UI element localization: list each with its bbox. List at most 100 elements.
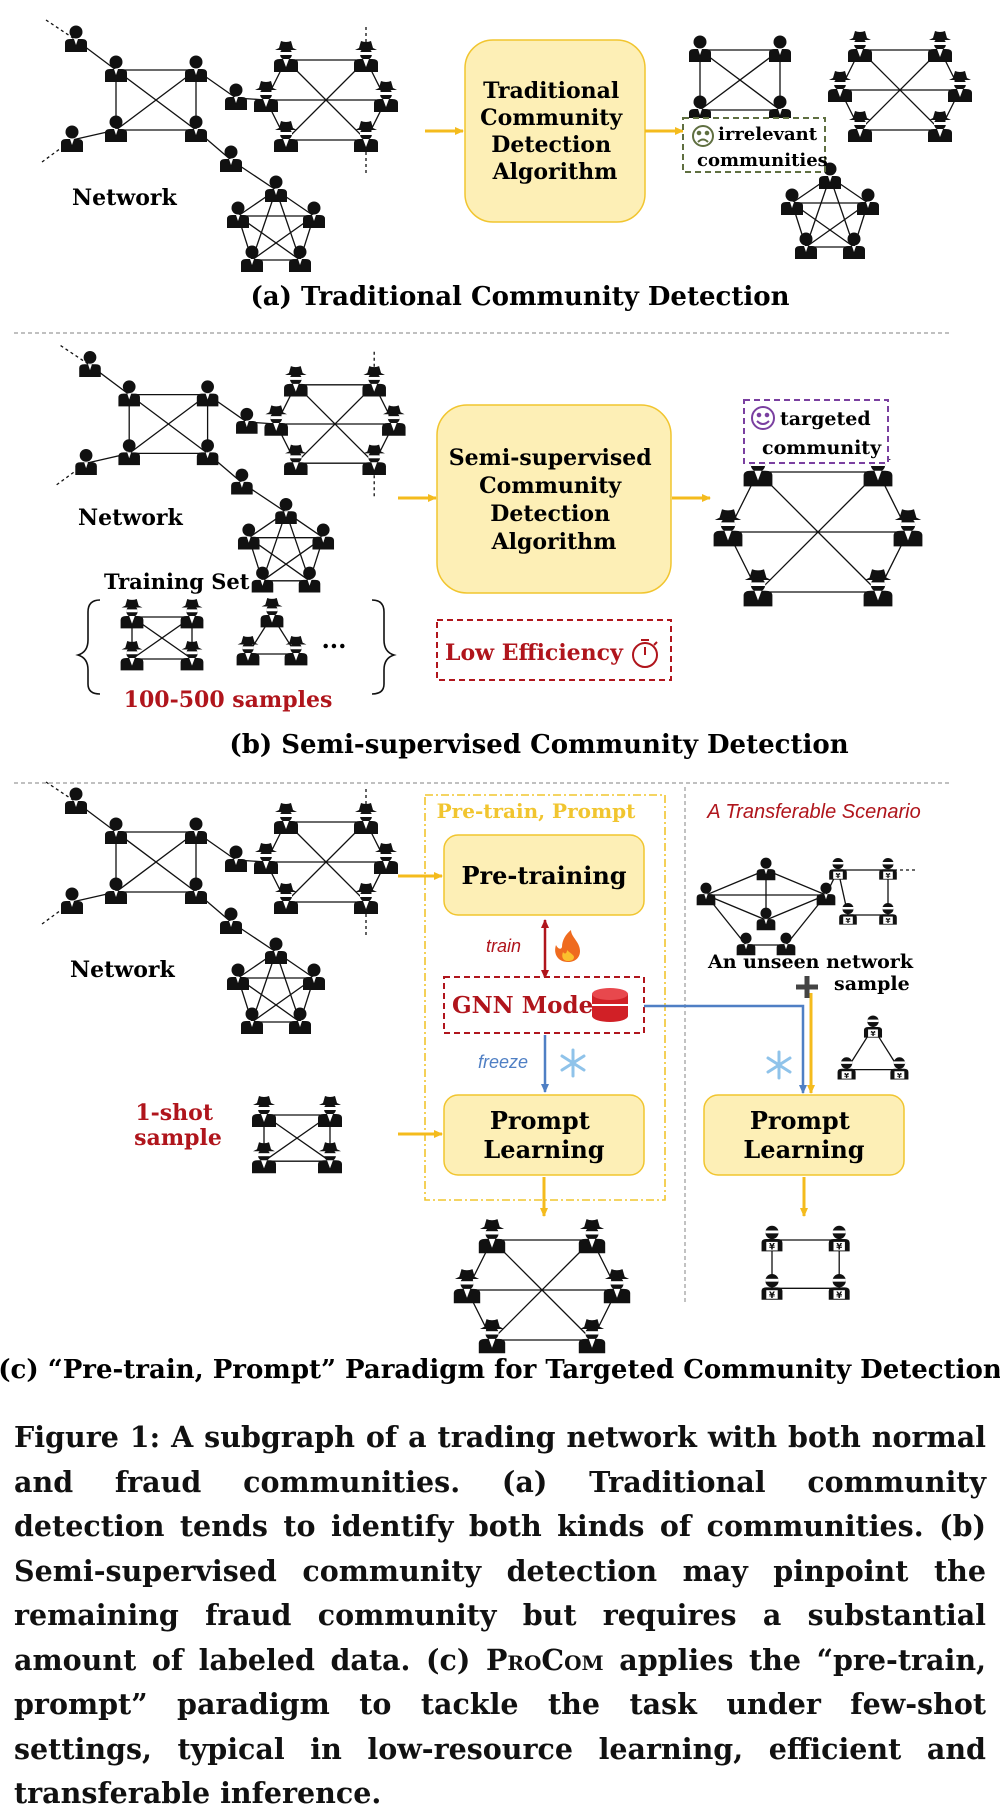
person-icon <box>185 817 207 844</box>
graph-edge <box>765 869 827 896</box>
person-icon <box>819 162 841 189</box>
prompt-learning-box <box>443 1094 645 1176</box>
graph-edge <box>705 894 767 921</box>
masked-thief-icon: ¥ <box>829 858 847 880</box>
fraudster-icon <box>252 1096 276 1127</box>
traditional-algorithm-box <box>464 39 646 223</box>
person-icon <box>65 25 87 52</box>
fraudster-icon <box>180 598 204 629</box>
graph-edge <box>115 831 197 893</box>
targeted-community-box <box>743 399 889 464</box>
pretraining-label: Pre-training <box>461 861 626 890</box>
svg-text:¥: ¥ <box>845 916 850 925</box>
training-set-label: Training Set <box>104 569 250 594</box>
person-icon <box>225 845 247 872</box>
semi-supervised-algorithm-label: Semi-supervised Community Detection Algo… <box>449 445 660 555</box>
panel-a-title: (a) Traditional Community Detection <box>251 282 790 312</box>
snowflake-icon-2 <box>766 1050 792 1080</box>
panel-c-title: (c) “Pre-train, Prompt” Paradigm for Tar… <box>0 1355 1000 1385</box>
targeted-community-label: targeted community <box>762 408 882 459</box>
panel-a: Network Traditional Community Detection … <box>72 39 828 312</box>
svg-text:¥: ¥ <box>835 871 840 880</box>
person-icon <box>118 439 140 466</box>
person-icon <box>220 907 242 934</box>
training-set-ellipsis: ... <box>321 625 346 654</box>
svg-text:¥: ¥ <box>897 1071 903 1080</box>
person-icon <box>696 882 716 906</box>
network-label-a: Network <box>72 185 177 211</box>
person-icon <box>265 937 287 964</box>
person-icon <box>227 201 249 228</box>
pretraining-box <box>443 834 645 916</box>
person-icon <box>795 232 817 259</box>
fraudster-icon <box>354 121 378 152</box>
fraudster-icon <box>284 366 308 397</box>
person-icon <box>298 566 321 593</box>
masked-thief-icon: ¥ <box>828 1274 850 1301</box>
fraudster-icon <box>274 803 298 834</box>
fraudster-icon <box>478 1219 506 1254</box>
panel-c: Network Pre-train, Prompt A Transferable… <box>0 787 1000 1385</box>
fraudster-icon <box>578 1319 606 1354</box>
plus-icon <box>796 976 818 998</box>
person-icon <box>776 932 796 956</box>
person-icon <box>105 55 127 82</box>
method-name: ProCom <box>485 1642 604 1677</box>
graph-edge <box>115 69 197 131</box>
fraudster-icon <box>252 1142 276 1174</box>
svg-text:¥: ¥ <box>836 1243 842 1253</box>
person-icon <box>75 448 97 475</box>
masked-thief-icon: ¥ <box>828 1225 850 1253</box>
fraudster-icon <box>354 803 378 834</box>
person-icon <box>231 468 253 495</box>
person-icon <box>303 201 325 228</box>
fraudster-icon <box>713 509 743 547</box>
person-icon <box>241 245 263 272</box>
person-icon <box>65 787 87 814</box>
samples-count-label: 100-500 samples <box>124 687 333 713</box>
fraudster-icon <box>848 111 872 142</box>
person-icon <box>241 1007 263 1034</box>
graph-edge <box>699 49 781 111</box>
dangling-edge <box>45 781 77 803</box>
train-label: train <box>486 936 521 956</box>
svg-text:¥: ¥ <box>769 1243 775 1253</box>
prompt-learning-box-2 <box>703 1094 905 1176</box>
fraudster-icon <box>382 405 406 436</box>
person-icon <box>816 882 836 906</box>
figure-caption: Figure 1: A subgraph of a trading networ… <box>14 1415 986 1816</box>
fraudster-icon <box>863 569 893 607</box>
svg-text:¥: ¥ <box>769 1291 775 1301</box>
person-icon <box>79 350 101 377</box>
fraudster-icon <box>928 111 952 142</box>
fraudster-icon <box>236 635 260 666</box>
caption-part1: Figure 1: A subgraph of a trading networ… <box>14 1420 986 1677</box>
fraudster-icon <box>318 1142 342 1174</box>
fraudster-icon <box>374 81 398 112</box>
prompt-learning-label: Prompt Learning <box>483 1106 604 1164</box>
snowflake-icon <box>560 1048 586 1078</box>
graph-edge <box>765 894 827 921</box>
fraudster-icon <box>743 569 773 607</box>
masked-thief-icon: ¥ <box>879 903 897 925</box>
graph-edge <box>705 869 767 896</box>
person-icon <box>312 523 335 550</box>
traditional-algorithm-label: Traditional Community Detection Algorith… <box>480 78 630 185</box>
person-icon <box>220 145 242 172</box>
smile-face-icon <box>751 406 775 430</box>
person-icon <box>265 175 287 202</box>
person-icon <box>275 497 297 524</box>
person-icon <box>118 380 140 407</box>
fraudster-icon <box>848 31 872 62</box>
person-icon <box>689 35 711 62</box>
svg-text:¥: ¥ <box>885 871 890 880</box>
person-icon <box>857 188 879 215</box>
svg-text:¥: ¥ <box>836 1291 842 1301</box>
masked-thief-icon: ¥ <box>761 1274 783 1301</box>
training-set-right-brace <box>371 599 397 695</box>
person-icon <box>185 115 207 142</box>
unseen-network-label: An unseen network sample <box>707 951 920 995</box>
network-label-c: Network <box>70 957 175 983</box>
low-efficiency-box <box>436 619 672 681</box>
